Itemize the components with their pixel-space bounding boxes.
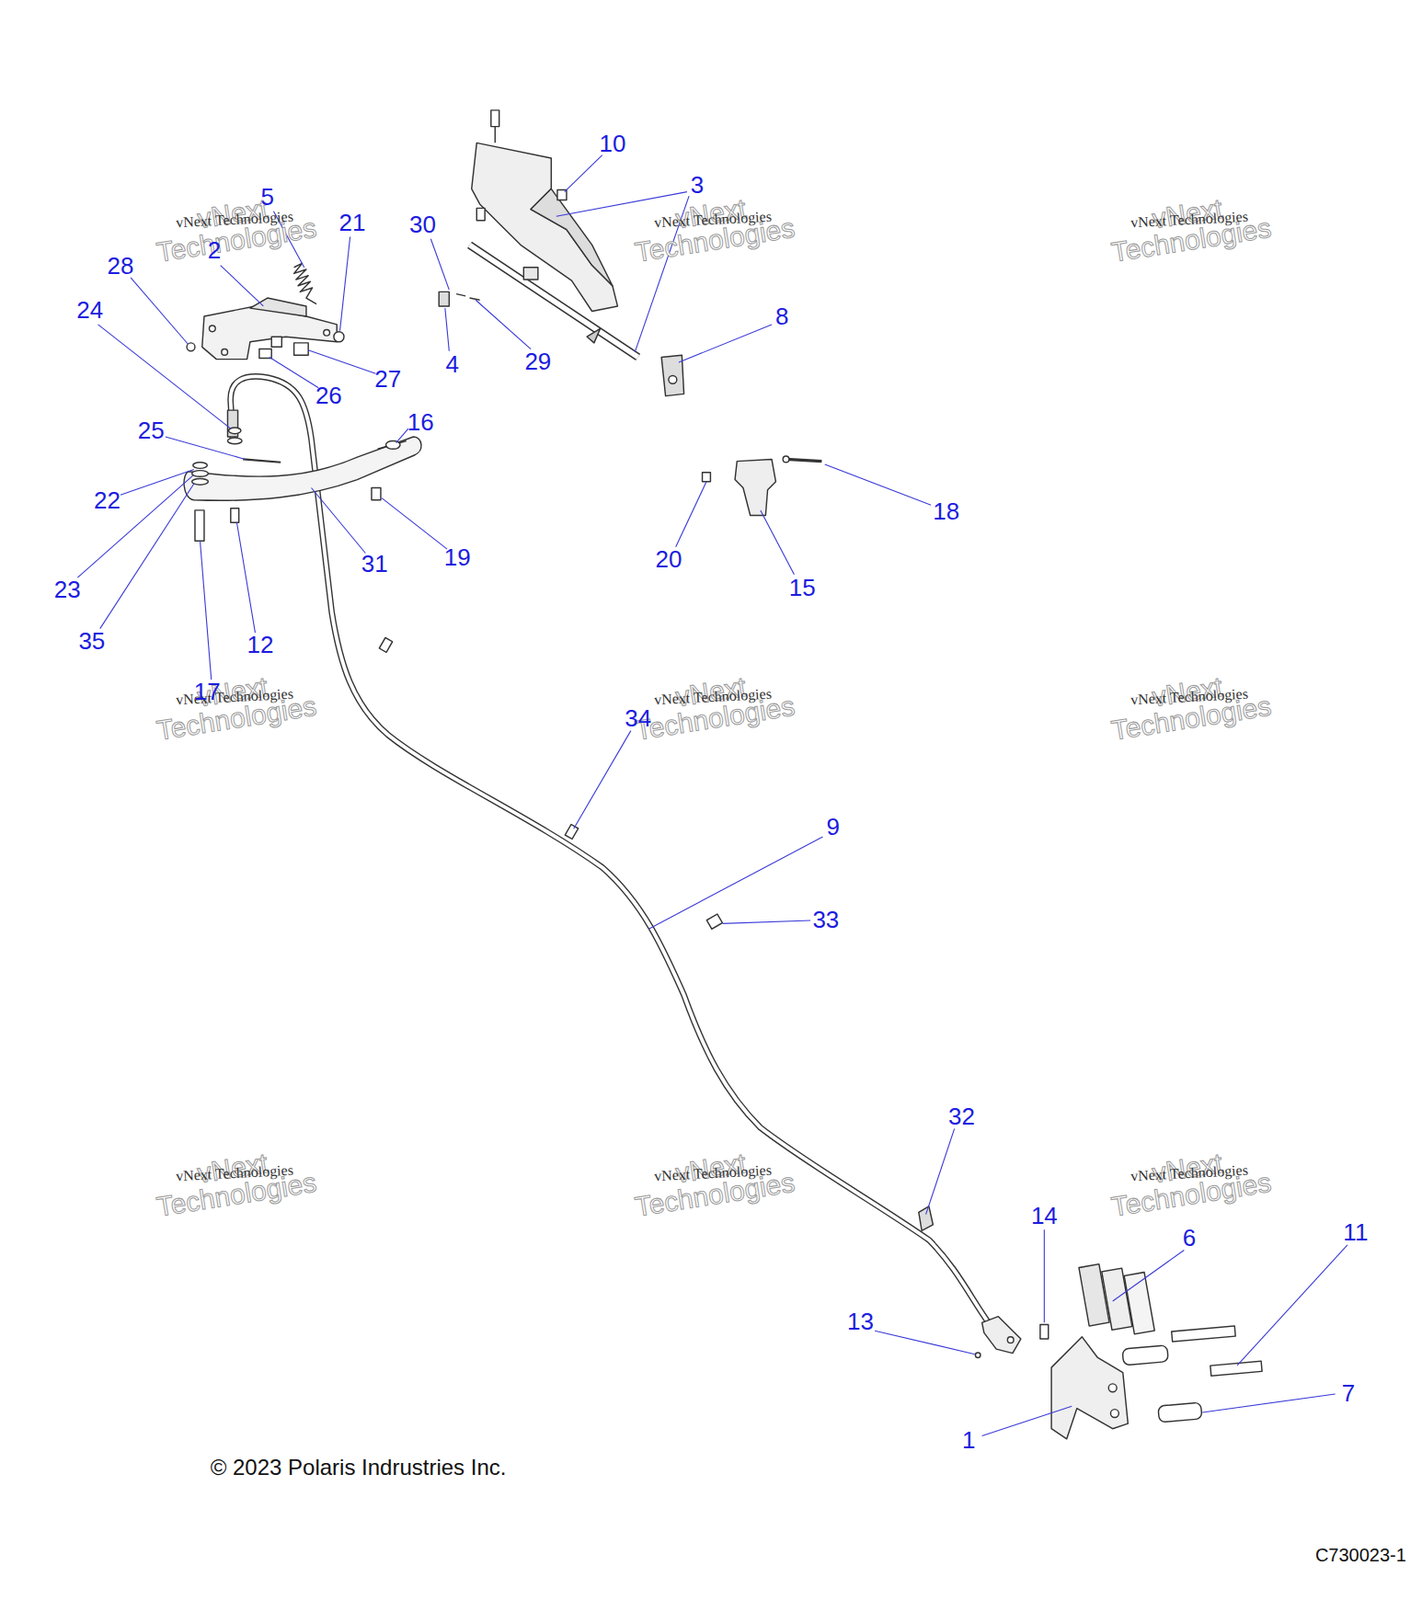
callout-number: 30 [409,210,436,240]
callout-number: 2 [207,235,221,264]
callout-number: 8 [775,302,789,332]
callout-number: 33 [812,905,839,934]
callout-number: 18 [932,497,960,527]
callout-number: 19 [444,542,471,572]
callout-number: 24 [76,296,104,325]
callout-number: 1 [962,1425,975,1455]
callout-number: 22 [93,485,121,515]
callout-number: 26 [315,380,343,410]
callout-number: 9 [825,812,839,841]
callout-number: 13 [847,1307,874,1337]
callout-number: 34 [624,704,652,734]
callout-number: 20 [654,545,682,574]
callout-number: 3 [690,170,704,199]
callout-number: 16 [407,408,435,437]
callout-number: 23 [54,575,81,605]
callout-number: 31 [361,549,389,578]
watermark-text: vNext Technologies [135,1141,334,1224]
watermark-text: vNext Technologies [1089,1141,1289,1224]
callout-number: 10 [598,129,626,159]
callout-number: 25 [137,416,165,446]
callout-number: 21 [338,207,366,237]
callout-number: 15 [789,573,816,603]
callout-number: 29 [524,346,551,376]
copyright-note: © 2023 Polaris Indrustries Inc. [210,1455,507,1481]
callout-number: 35 [78,626,105,655]
watermark-text: vNext Technologies [612,1141,812,1224]
callout-number: 6 [1182,1224,1196,1253]
callout-number: 5 [261,183,275,212]
callout-number: 14 [1031,1201,1058,1230]
callout-number: 27 [374,364,402,393]
callout-number: 11 [1342,1217,1368,1247]
callout-number: 4 [445,350,459,379]
drawing-code: C730023-1 [1315,1545,1407,1567]
callout-number: 28 [106,251,134,280]
callout-number: 17 [194,677,221,707]
callout-number: 12 [247,630,275,660]
callout-number: 32 [948,1102,975,1132]
callout-number: 7 [1341,1378,1355,1408]
